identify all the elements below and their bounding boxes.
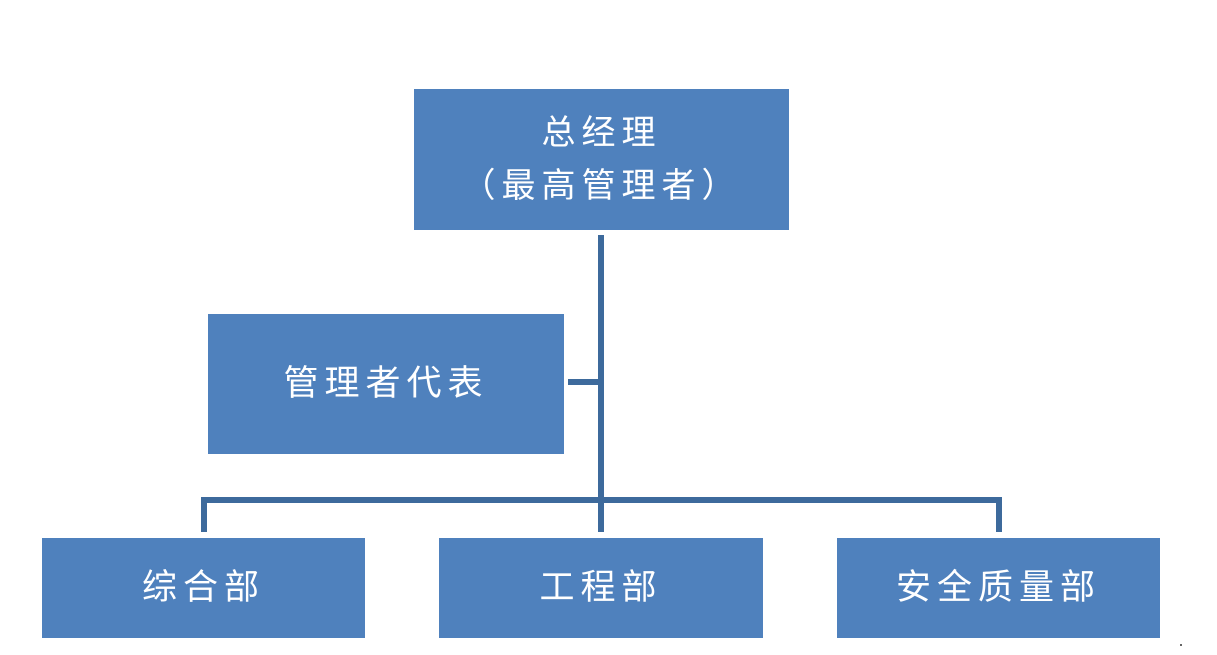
connector-horizontal-bus xyxy=(201,497,1002,503)
node-department-general-affairs: 综合部 xyxy=(42,538,365,638)
node-general-manager-title: 总经理 xyxy=(541,112,662,153)
node-department-safety-quality: 安全质量部 xyxy=(837,538,1160,638)
node-general-manager: 总经理 （最高管理者） xyxy=(414,89,789,230)
connector-drop-left xyxy=(201,497,207,532)
node-general-manager-subtitle: （最高管理者） xyxy=(461,165,742,206)
node-department-label: 安全质量部 xyxy=(895,567,1101,608)
stray-dot xyxy=(1180,644,1182,646)
node-department-engineering: 工程部 xyxy=(439,538,763,638)
node-department-label: 综合部 xyxy=(141,567,265,608)
node-management-representative: 管理者代表 xyxy=(208,314,564,454)
node-management-representative-label: 管理者代表 xyxy=(283,363,489,404)
connector-drop-right xyxy=(996,497,1002,532)
node-department-label: 工程部 xyxy=(539,567,663,608)
connector-representative xyxy=(568,379,602,385)
